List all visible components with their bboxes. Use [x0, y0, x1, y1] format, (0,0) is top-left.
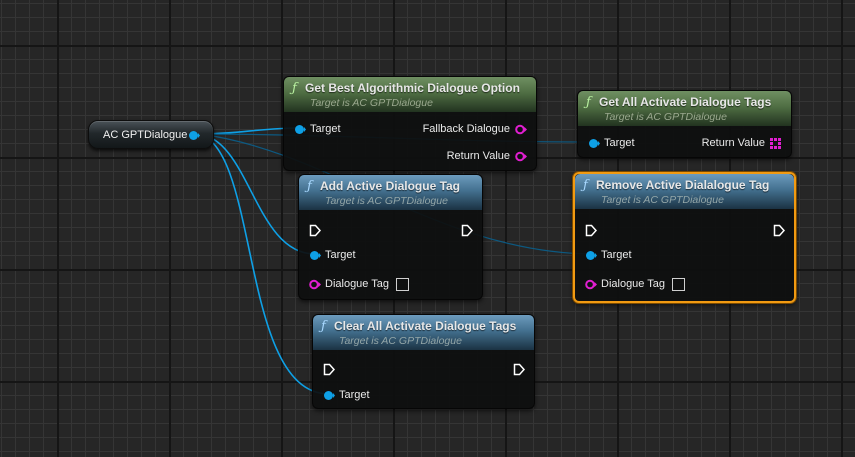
node-get-all-activate-dialogue-tags[interactable]: ƒ Get All Activate Dialogue Tags Target i…: [577, 90, 792, 158]
exec-input-pin[interactable]: [309, 221, 321, 237]
object-pin-icon[interactable]: [588, 138, 600, 149]
node-title: Clear All Activate Dialogue Tags: [334, 319, 517, 333]
dialogue-tag-value-box[interactable]: [396, 277, 410, 291]
node-clear-all-activate-dialogue-tags[interactable]: ƒ Clear All Activate Dialogue Tags Target…: [312, 314, 535, 409]
pin-label: Dialogue Tag: [325, 278, 390, 290]
exec-in-icon[interactable]: [309, 224, 321, 236]
node-subtitle: Target is AC GPTDialogue: [339, 335, 462, 347]
node-header: ƒ Add Active Dialogue Tag Target is AC GP…: [299, 175, 482, 210]
node-title: Get Best Algorithmic Dialogue Option: [305, 81, 520, 95]
node-subtitle: Target is AC GPTDialogue: [310, 97, 433, 109]
node-subtitle: Target is AC GPTDialogue: [325, 195, 448, 207]
object-pin-icon[interactable]: [323, 390, 335, 401]
function-icon: ƒ: [292, 81, 297, 96]
object-pin-icon[interactable]: [309, 250, 321, 261]
output-pin-return-value[interactable]: Return Value: [442, 148, 527, 164]
input-pin-target[interactable]: Target: [323, 387, 375, 403]
ac-gptdialogue-variable-node[interactable]: AC GPTDialogue: [88, 120, 214, 149]
node-title: Add Active Dialogue Tag: [320, 179, 461, 193]
input-pin-dialogue-tag[interactable]: Dialogue Tag: [585, 276, 686, 292]
exec-output-pin[interactable]: [773, 221, 785, 237]
function-icon: ƒ: [321, 319, 326, 334]
exec-out-icon[interactable]: [461, 224, 473, 236]
input-pin-target[interactable]: Target: [309, 247, 361, 263]
node-header: ƒ Clear All Activate Dialogue Tags Target…: [313, 315, 534, 350]
input-pin-target[interactable]: Target: [294, 121, 346, 137]
node-title: Remove Active Dialalogue Tag: [596, 178, 770, 192]
object-pin-icon[interactable]: [188, 130, 200, 141]
exec-out-icon[interactable]: [513, 363, 525, 375]
output-pin-return-value[interactable]: Return Value: [697, 135, 781, 151]
pin-label: Target: [325, 249, 356, 261]
dialogue-tag-value-box[interactable]: [672, 277, 686, 291]
node-subtitle: Target is AC GPTDialogue: [604, 111, 727, 123]
function-icon: ƒ: [586, 95, 591, 110]
pin-label: Target: [339, 389, 370, 401]
exec-out-icon[interactable]: [773, 224, 785, 236]
exec-input-pin[interactable]: [323, 360, 335, 376]
container-set-pin-icon[interactable]: [770, 137, 781, 149]
exec-output-pin[interactable]: [461, 221, 473, 237]
exec-in-icon[interactable]: [585, 224, 597, 236]
input-pin-target[interactable]: Target: [585, 247, 637, 263]
node-header: ƒ Remove Active Dialalogue Tag Target is …: [575, 174, 794, 209]
input-pin-target[interactable]: Target: [588, 135, 640, 151]
exec-output-pin[interactable]: [513, 360, 525, 376]
node-title: Get All Activate Dialogue Tags: [599, 95, 772, 109]
object-pin-icon[interactable]: [585, 250, 597, 261]
pin-label: Target: [601, 249, 632, 261]
node-header: ƒ Get All Activate Dialogue Tags Target i…: [578, 91, 791, 126]
struct-pin-icon[interactable]: [515, 151, 527, 162]
exec-in-icon[interactable]: [323, 363, 335, 375]
struct-pin-icon[interactable]: [585, 279, 597, 290]
pin-label: Return Value: [701, 137, 765, 149]
pin-label: Target: [310, 123, 341, 135]
object-pin-icon[interactable]: [294, 124, 306, 135]
pin-label: Return Value: [446, 150, 510, 162]
input-pin-dialogue-tag[interactable]: Dialogue Tag: [309, 276, 410, 292]
pin-label: Fallback Dialogue: [422, 123, 510, 135]
pin-label: Dialogue Tag: [601, 278, 666, 290]
struct-pin-icon[interactable]: [515, 124, 527, 135]
node-get-best-algorithmic-dialogue-option[interactable]: ƒ Get Best Algorithmic Dialogue Option Ta…: [283, 76, 537, 171]
node-add-active-dialogue-tag[interactable]: ƒ Add Active Dialogue Tag Target is AC GP…: [298, 174, 483, 300]
variable-label: AC GPTDialogue: [103, 129, 188, 141]
node-header: ƒ Get Best Algorithmic Dialogue Option Ta…: [284, 77, 536, 112]
node-remove-active-dialalogue-tag[interactable]: ƒ Remove Active Dialalogue Tag Target is …: [573, 172, 796, 303]
node-subtitle: Target is AC GPTDialogue: [601, 194, 724, 206]
exec-input-pin[interactable]: [585, 221, 597, 237]
output-pin-fallback-dialogue[interactable]: Fallback Dialogue: [418, 121, 527, 137]
function-icon: ƒ: [583, 178, 588, 193]
struct-pin-icon[interactable]: [309, 279, 321, 290]
pin-label: Target: [604, 137, 635, 149]
function-icon: ƒ: [307, 179, 312, 194]
